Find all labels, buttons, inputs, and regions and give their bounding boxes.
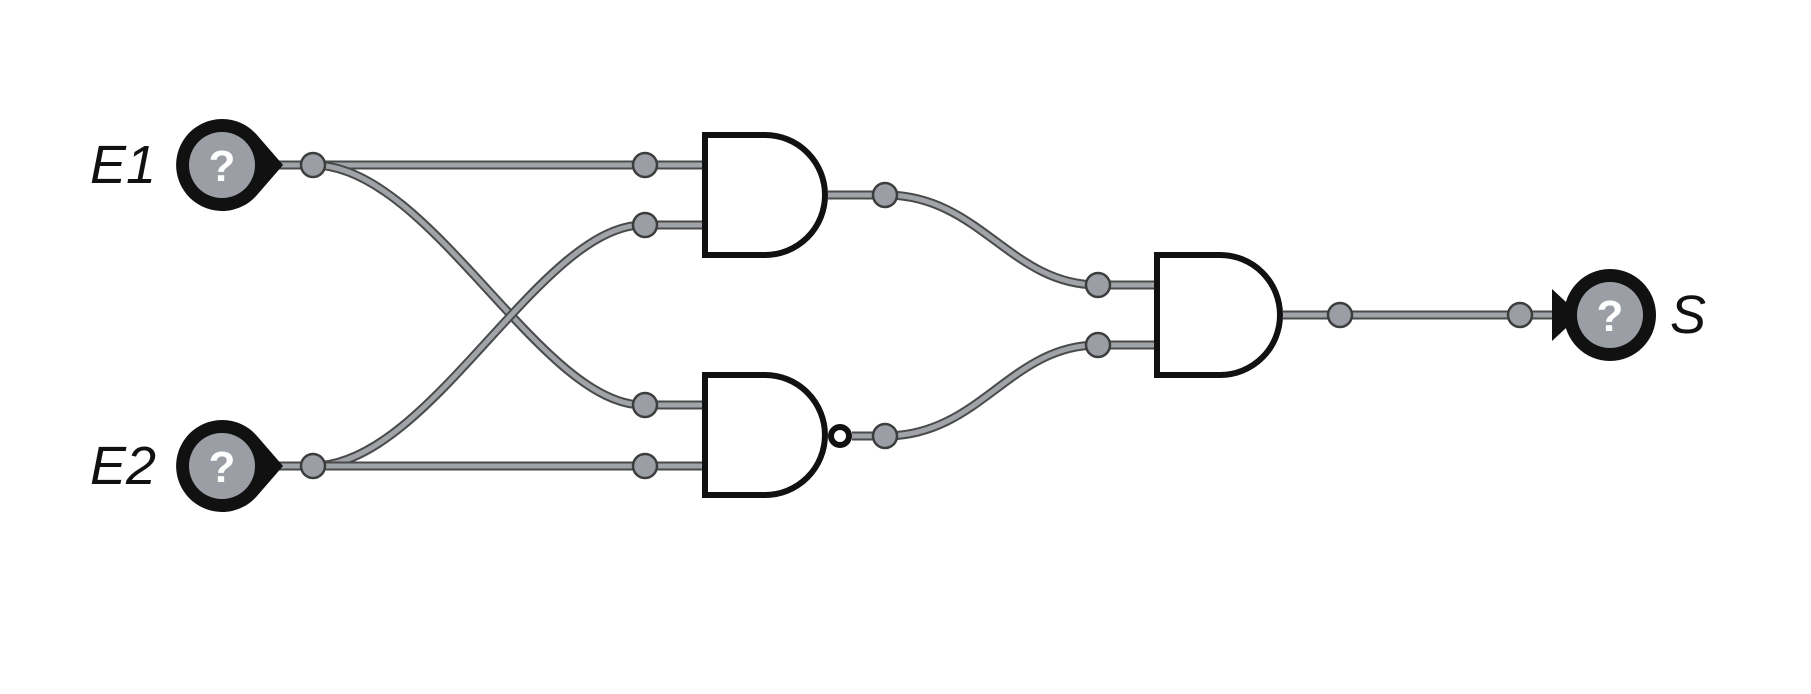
pin-dot bbox=[631, 151, 659, 179]
output-s[interactable]: ? S bbox=[1552, 269, 1706, 361]
connection-dots bbox=[299, 151, 1534, 480]
junction-dot bbox=[299, 151, 327, 179]
pin-dot bbox=[1084, 271, 1112, 299]
input-e1[interactable]: ? E1 bbox=[90, 118, 283, 211]
pin-dot bbox=[871, 422, 899, 450]
wire-e1-gate2 bbox=[312, 160, 705, 410]
pin-dot bbox=[1326, 301, 1354, 329]
pin-dot bbox=[631, 452, 659, 480]
and-gate-3-body bbox=[1154, 252, 1283, 378]
gate-2[interactable] bbox=[702, 372, 852, 498]
input-label-e1: E1 bbox=[90, 135, 156, 195]
gate-1[interactable] bbox=[702, 132, 828, 258]
unknown-state-icon: ? bbox=[209, 142, 236, 191]
pin-dot bbox=[631, 391, 659, 419]
pin-dot bbox=[1506, 301, 1534, 329]
input-node-e1-core bbox=[189, 132, 255, 198]
inverter-bubble bbox=[828, 424, 852, 448]
nand-gate-body bbox=[702, 372, 828, 498]
wires bbox=[265, 160, 1565, 471]
input-e2[interactable]: ? E2 bbox=[90, 419, 283, 512]
unknown-state-icon: ? bbox=[1597, 292, 1624, 341]
pin-dot bbox=[1084, 331, 1112, 359]
wire-e2-gate1 bbox=[312, 220, 705, 471]
junction-dot bbox=[299, 452, 327, 480]
wire-gate1-gate3 bbox=[828, 190, 1155, 290]
gate-3[interactable] bbox=[1154, 252, 1283, 378]
and-gate-1-body bbox=[702, 132, 828, 258]
input-label-e2: E2 bbox=[90, 436, 156, 496]
input-node-e2-core bbox=[189, 433, 255, 499]
pin-dot bbox=[871, 181, 899, 209]
wire-gate2-gate3 bbox=[852, 340, 1155, 441]
output-label-s: S bbox=[1670, 285, 1706, 345]
pin-dot bbox=[631, 211, 659, 239]
unknown-state-icon: ? bbox=[209, 443, 236, 492]
output-node-core bbox=[1577, 282, 1643, 348]
